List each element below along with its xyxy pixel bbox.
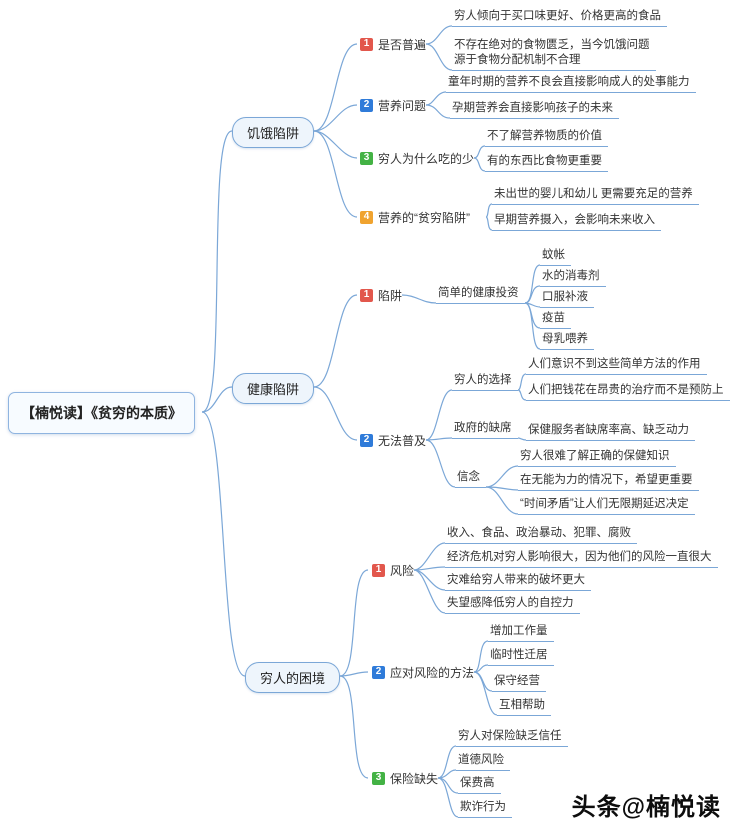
number-badge: 1: [360, 37, 373, 51]
branch-hunger-trap: 饥饿陷阱: [232, 117, 315, 148]
leaf-node: 临时性迁居: [488, 648, 554, 666]
subtopic-label: 营养的“贫穷陷阱”: [378, 210, 470, 225]
leaf-node: 蚊帐: [540, 248, 571, 266]
subtopic: 3 穷人为什么吃的少: [360, 149, 474, 167]
subtopic: 2 无法普及: [360, 431, 426, 449]
branch-health-trap: 健康陷阱: [232, 373, 315, 404]
watermark: 头条@楠悦读: [572, 787, 721, 822]
leaf-node: 失望感降低穷人的自控力: [445, 596, 580, 614]
subtopic: 2 营养问题: [360, 96, 426, 114]
leaf-node: 保守经营: [492, 674, 546, 692]
group-node: 穷人的选择: [452, 373, 518, 391]
group-node: 信念: [455, 470, 486, 488]
subtopic: 1 风险: [372, 561, 414, 579]
number-badge: 3: [360, 151, 373, 165]
watermark-toutiao-logo: 头条: [571, 794, 622, 821]
subtopic: 1 陷阱: [360, 286, 402, 304]
leaf-node: 穷人倾向于买口味更好、价格更高的食品: [452, 9, 667, 27]
number-badge: 4: [360, 210, 373, 224]
number-badge: 1: [372, 563, 385, 577]
leaf-node: 人们意识不到这些简单方法的作用: [526, 357, 707, 375]
leaf-node: 在无能为力的情况下，希望更重要: [518, 473, 699, 491]
leaf-node: 互相帮助: [497, 698, 551, 716]
leaf-node: 经济危机对穷人影响很大，因为他们的风险一直很大: [445, 550, 718, 568]
leaf-node: 有的东西比食物更重要: [485, 154, 608, 172]
leaf-node: 不存在绝对的食物匮乏，当今饥饿问题 源于食物分配机制不合理: [452, 38, 656, 71]
branch-poor-dilemma: 穷人的困境: [245, 662, 341, 693]
leaf-node: 早期营养摄入，会影响未来收入: [492, 213, 661, 231]
leaf-node: 道德风险: [456, 753, 510, 771]
leaf-node: 孕期营养会直接影响孩子的未来: [450, 101, 619, 119]
number-badge: 2: [372, 665, 385, 679]
leaf-node: 母乳喂养: [540, 332, 594, 350]
leaf-node: 童年时期的营养不良会直接影响成人的处事能力: [446, 75, 696, 93]
root-topic: 【楠悦读】《贫穷的本质》: [8, 392, 195, 434]
leaf-node: 增加工作量: [488, 624, 554, 642]
leaf-node: 保费高: [458, 776, 501, 794]
subtopic: 3 保险缺失: [372, 769, 438, 787]
number-badge: 2: [360, 433, 373, 447]
subtopic-label: 应对风险的方法: [390, 665, 475, 680]
leaf-node: 灾难给穷人带来的破坏更大: [445, 573, 591, 591]
number-badge: 3: [372, 771, 385, 785]
subtopic-label: 陷阱: [378, 288, 403, 303]
number-badge: 2: [360, 98, 373, 112]
leaf-node: 未出世的婴儿和幼儿 更需要充足的营养: [492, 187, 699, 205]
leaf-node: 不了解营养物质的价值: [485, 129, 608, 147]
leaf-node: 保健服务者缺席率高、缺乏动力: [526, 423, 695, 441]
group-node: 简单的健康投资: [436, 286, 525, 304]
subtopic-label: 保险缺失: [390, 771, 439, 786]
leaf-node: 人们把钱花在昂贵的治疗而不是预防上: [526, 383, 730, 401]
subtopic-label: 穷人为什么吃的少: [378, 151, 475, 166]
leaf-node: 穷人很难了解正确的保健知识: [518, 449, 676, 467]
leaf-node: 收入、食品、政治暴动、犯罪、腐败: [445, 526, 637, 544]
subtopic-label: 是否普遍: [378, 37, 427, 52]
leaf-node: 欺诈行为: [458, 800, 512, 818]
subtopic-label: 营养问题: [378, 98, 427, 113]
leaf-node: 水的消毒剂: [540, 269, 606, 287]
watermark-handle: @楠悦读: [621, 794, 721, 821]
leaf-node: 口服补液: [540, 290, 594, 308]
subtopic: 2 应对风险的方法: [372, 663, 474, 681]
group-node: 政府的缺席: [452, 421, 518, 439]
leaf-node: 穷人对保险缺乏信任: [456, 729, 568, 747]
subtopic-label: 无法普及: [378, 433, 427, 448]
subtopic: 1 是否普遍: [360, 35, 426, 53]
subtopic: 4 营养的“贫穷陷阱”: [360, 208, 470, 226]
leaf-node: 疫苗: [540, 311, 571, 329]
subtopic-label: 风险: [390, 563, 415, 578]
number-badge: 1: [360, 288, 373, 302]
leaf-node: “时间矛盾”让人们无限期延迟决定: [518, 497, 695, 515]
